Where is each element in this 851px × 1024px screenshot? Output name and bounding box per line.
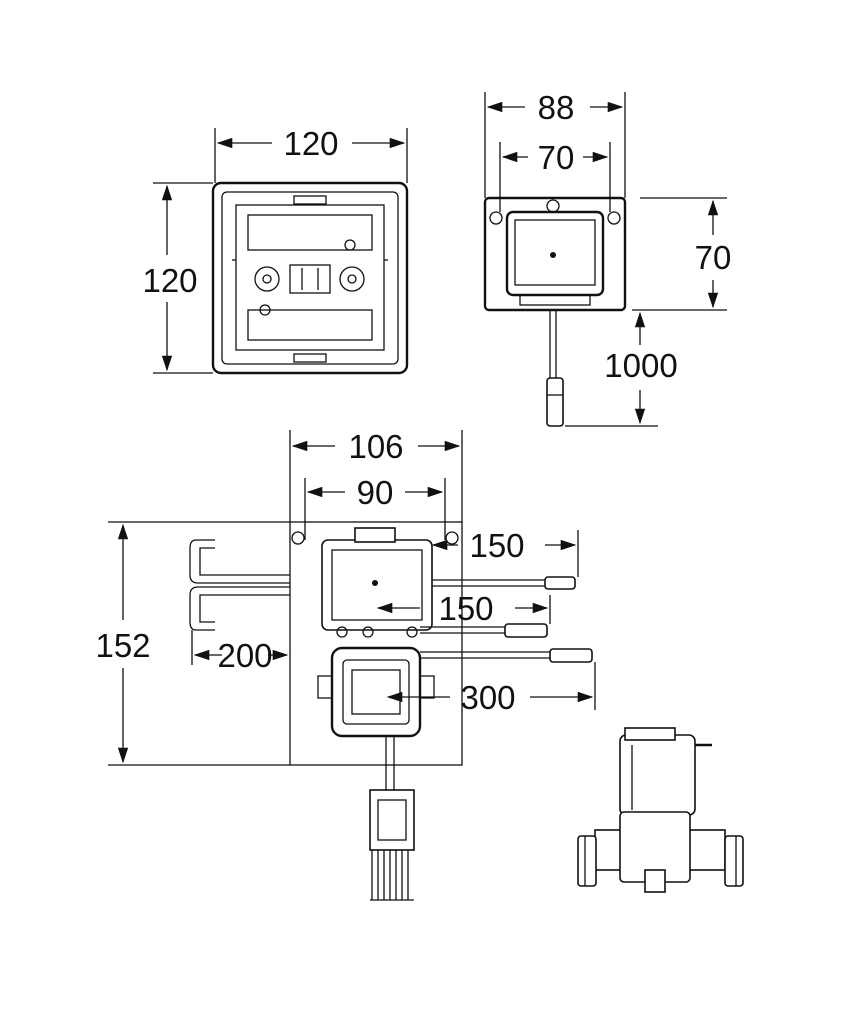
dim-label: 88 — [538, 89, 575, 126]
dim-label: 152 — [95, 627, 150, 664]
dimension-cable-a: 150 — [431, 527, 579, 577]
dim-label: 120 — [283, 125, 338, 162]
dim-label: 70 — [538, 139, 575, 176]
dimension-module-plate-width: 106 — [289, 428, 463, 522]
dimension-module-inner-width: 90 — [304, 474, 446, 540]
dimension-cable-c: 300 — [386, 662, 596, 716]
dim-label: 150 — [469, 527, 524, 564]
solenoid-valve — [577, 727, 744, 893]
dim-label: 106 — [348, 428, 403, 465]
dim-label: 300 — [460, 679, 515, 716]
dimension-sensor-plate-width: 88 — [484, 89, 626, 198]
control-module — [189, 521, 593, 901]
dim-label: 150 — [438, 590, 493, 627]
dimension-sensor-cable-length: 1000 — [565, 311, 678, 427]
dim-label: 90 — [357, 474, 394, 511]
dimension-cable-left: 200 — [191, 630, 289, 674]
dimension-module-height: 152 — [95, 521, 290, 766]
dim-label: 1000 — [604, 347, 677, 384]
mounting-box-front-view — [211, 181, 409, 375]
dim-label: 200 — [217, 637, 272, 674]
dimension-sensor-height: 70 — [632, 197, 732, 311]
dim-label: 120 — [142, 262, 197, 299]
dimension-sensor-width: 70 — [499, 139, 611, 212]
dimension-top-left-width: 120 — [214, 125, 408, 183]
dimension-top-left-height: 120 — [142, 182, 213, 374]
sensor-unit — [483, 196, 627, 427]
dimension-cable-b: 150 — [376, 590, 551, 627]
dim-label: 70 — [695, 239, 732, 276]
